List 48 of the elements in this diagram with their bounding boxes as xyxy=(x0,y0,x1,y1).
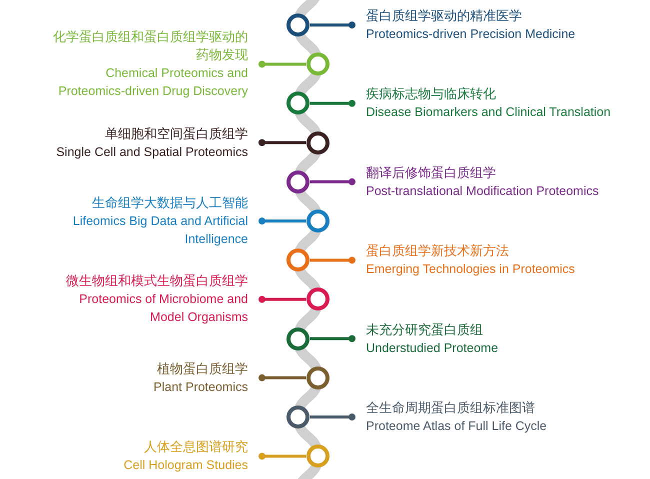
pin-stick xyxy=(310,256,356,264)
english-title: Proteome Atlas of Full Life Cycle xyxy=(366,418,548,435)
pin-stick xyxy=(310,414,356,420)
pin-stick xyxy=(310,100,356,107)
english-title: Cell Hologram Studies xyxy=(122,457,248,474)
chinese-title: 全生命周期蛋白质组标准图谱 xyxy=(366,399,536,417)
pin-stick xyxy=(258,374,306,382)
chinese-title: 翻译后修饰蛋白质组学 xyxy=(366,164,497,182)
ring-marker xyxy=(306,366,330,390)
chinese-title: 未充分研究蛋白质组 xyxy=(366,320,484,339)
english-title: Proteomics of Microbiome and Model Organisms xyxy=(78,291,248,326)
pin-stick xyxy=(258,139,306,146)
english-title: Single Cell and Spatial Proteomics xyxy=(55,144,248,161)
ring-marker xyxy=(286,170,310,194)
pin-stick xyxy=(310,335,356,342)
ring-marker xyxy=(306,209,330,233)
chinese-title: 化学蛋白质组和蛋白质组学驱动的药物发现 xyxy=(52,28,248,64)
ring-marker xyxy=(306,444,330,468)
chinese-title: 疾病标志物与临床转化 xyxy=(366,85,497,104)
english-title: Proteomics-driven Precision Medicine xyxy=(366,26,576,43)
english-title: Post-translational Modification Proteomics xyxy=(366,182,600,200)
english-title: Plant Proteomics xyxy=(152,378,248,396)
ring-marker xyxy=(286,91,310,116)
ring-marker xyxy=(286,405,310,429)
pin-stick xyxy=(258,296,306,303)
ring-marker xyxy=(286,248,310,272)
pin-stick xyxy=(258,60,306,68)
chinese-title: 蛋白质组学新技术新方法 xyxy=(366,242,510,260)
english-title: Disease Biomarkers and Clinical Translation xyxy=(366,104,612,122)
english-title: Lifeomics Big Data and Artificial Intelligence xyxy=(72,213,248,248)
pin-stick xyxy=(310,178,356,186)
chinese-title: 蛋白质组学驱动的精准医学 xyxy=(366,7,523,25)
ring-marker xyxy=(306,287,330,312)
english-title: Chemical Proteomics and Proteomics-driven Drug Discovery xyxy=(57,65,248,100)
ring-marker xyxy=(286,326,310,351)
chinese-title: 单细胞和空间蛋白质组学 xyxy=(104,124,248,143)
chinese-title: 植物蛋白质组学 xyxy=(156,360,248,378)
ring-marker xyxy=(286,13,310,37)
chinese-title: 微生物组和模式生物蛋白质组学 xyxy=(65,272,248,290)
pin-stick xyxy=(258,218,306,224)
english-title: Emerging Technologies in Proteomics xyxy=(366,261,576,278)
english-title: Understudied Proteome xyxy=(366,340,500,357)
pin-stick xyxy=(310,22,356,28)
pin-stick xyxy=(258,452,306,460)
chinese-title: 人体全息图谱研究 xyxy=(143,438,248,456)
ring-marker xyxy=(306,130,330,155)
ring-marker xyxy=(306,52,330,76)
chinese-title: 生命组学大数据与人工智能 xyxy=(91,194,248,212)
